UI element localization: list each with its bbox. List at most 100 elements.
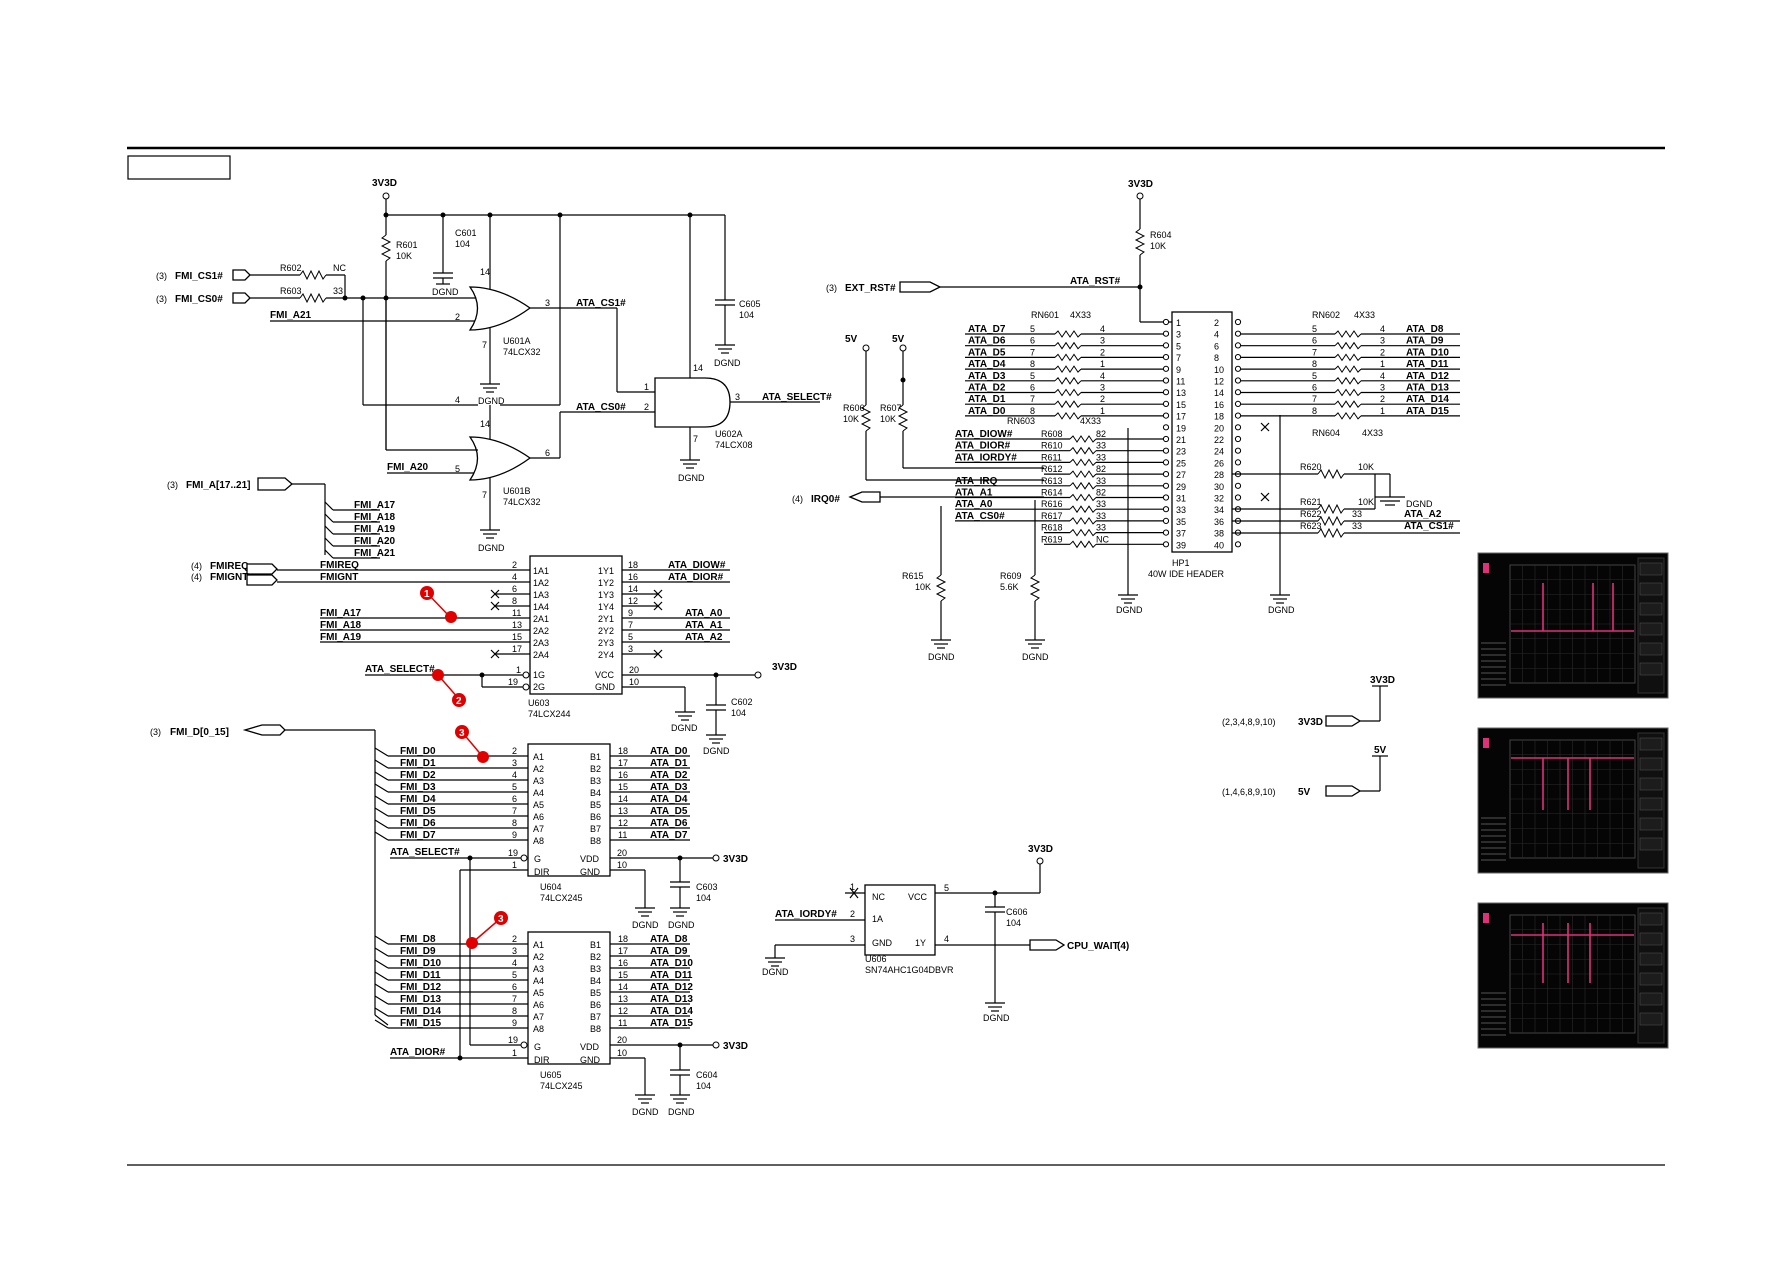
svg-text:33: 33 [1352, 521, 1362, 531]
svg-text:74LCX245: 74LCX245 [540, 1081, 583, 1091]
or-gate-u601b [468, 436, 532, 481]
svg-text:2: 2 [455, 312, 460, 322]
ide-control-net: ATA_IRQ [955, 476, 998, 487]
svg-text:C601: C601 [455, 228, 477, 238]
svg-text:8: 8 [1030, 359, 1035, 369]
svg-text:R607: R607 [880, 403, 902, 413]
svg-text:6: 6 [1030, 383, 1035, 393]
svg-text:2A3: 2A3 [533, 638, 549, 648]
svg-text:R621: R621 [1300, 497, 1322, 507]
svg-text:DGND: DGND [478, 543, 505, 553]
series-resistor-ref: R613 [1041, 476, 1063, 486]
data-output-net: ATA_D10 [650, 958, 693, 969]
svg-text:104: 104 [739, 310, 754, 320]
data-output-net: ATA_D1 [650, 758, 688, 769]
svg-text:10K: 10K [1150, 241, 1166, 251]
svg-text:ATA_IORDY#: ATA_IORDY# [775, 909, 837, 920]
svg-text:(3): (3) [156, 294, 167, 304]
svg-text:C604: C604 [696, 1070, 718, 1080]
svg-text:5: 5 [1030, 324, 1035, 334]
svg-text:9: 9 [512, 1018, 517, 1028]
svg-text:12: 12 [618, 818, 628, 828]
svg-text:104: 104 [1006, 918, 1021, 928]
bus-a-net-label: FMI_A20 [354, 536, 396, 547]
data-output-net: ATA_D4 [650, 794, 688, 805]
svg-text:19: 19 [508, 677, 518, 687]
svg-text:2: 2 [456, 696, 462, 707]
series-resistor-ref: R614 [1041, 488, 1063, 498]
data-input-net: FMI_D6 [400, 818, 436, 829]
svg-text:8: 8 [512, 818, 517, 828]
svg-text:(4): (4) [792, 494, 803, 504]
svg-text:FMI_A21: FMI_A21 [270, 310, 312, 321]
svg-text:5V: 5V [1374, 745, 1387, 756]
ide-left-data-net: ATA_D7 [968, 324, 1006, 335]
svg-text:R603: R603 [280, 286, 302, 296]
svg-text:6: 6 [1030, 336, 1035, 346]
svg-text:31: 31 [1176, 494, 1186, 504]
svg-text:3V3D: 3V3D [1128, 179, 1153, 190]
svg-text:8: 8 [1312, 406, 1317, 416]
svg-text:18: 18 [1214, 412, 1224, 422]
svg-text:4: 4 [512, 770, 517, 780]
svg-text:B1: B1 [590, 752, 601, 762]
svg-text:7: 7 [512, 806, 517, 816]
svg-text:B8: B8 [590, 1024, 601, 1034]
svg-text:24: 24 [1214, 447, 1224, 457]
data-input-net: FMI_D3 [400, 782, 436, 793]
svg-text:3: 3 [545, 298, 550, 308]
data-output-net: ATA_D12 [650, 982, 693, 993]
series-resistor-value: 33 [1096, 476, 1106, 486]
ide-right-data-net: ATA_D12 [1406, 371, 1449, 382]
svg-text:4: 4 [512, 572, 517, 582]
svg-text:4: 4 [1100, 371, 1105, 381]
svg-text:5: 5 [1312, 371, 1317, 381]
svg-text:U606: U606 [865, 954, 887, 964]
svg-text:(1,4,6,8,9,10): (1,4,6,8,9,10) [1222, 787, 1276, 797]
svg-text:8: 8 [1312, 359, 1317, 369]
svg-text:U604: U604 [540, 882, 562, 892]
svg-text:1: 1 [1100, 359, 1105, 369]
data-input-net: FMI_D8 [400, 934, 436, 945]
svg-text:15: 15 [618, 970, 628, 980]
ic-u604 [527, 743, 611, 877]
svg-text:4X33: 4X33 [1354, 310, 1375, 320]
svg-text:3V3D: 3V3D [1298, 717, 1323, 728]
data-input-net: FMI_D14 [400, 1006, 442, 1017]
svg-text:ATA_A2: ATA_A2 [1404, 509, 1442, 520]
data-output-net: ATA_D11 [650, 970, 693, 981]
ide-left-data-net: ATA_D2 [968, 383, 1006, 394]
svg-text:3V3D: 3V3D [1028, 844, 1053, 855]
svg-text:8: 8 [512, 1006, 517, 1016]
svg-text:RN602: RN602 [1312, 310, 1340, 320]
svg-text:5.6K: 5.6K [1000, 582, 1019, 592]
svg-text:G: G [534, 854, 541, 864]
data-input-net: FMI_D2 [400, 770, 436, 781]
svg-text:2: 2 [850, 909, 855, 919]
svg-text:10: 10 [617, 860, 627, 870]
svg-text:VDD: VDD [580, 1042, 600, 1052]
svg-text:30: 30 [1214, 482, 1224, 492]
svg-text:(4): (4) [1117, 941, 1129, 952]
ide-right-data-net: ATA_D11 [1406, 359, 1449, 370]
svg-text:NC: NC [333, 263, 346, 273]
svg-text:29: 29 [1176, 482, 1186, 492]
data-output-net: ATA_D8 [650, 934, 688, 945]
svg-text:7: 7 [1312, 347, 1317, 357]
data-output-net: ATA_D15 [650, 1018, 693, 1029]
svg-text:19: 19 [508, 848, 518, 858]
svg-text:DGND: DGND [632, 1107, 659, 1117]
series-resistor-ref: R616 [1041, 499, 1063, 509]
svg-text:(3): (3) [150, 727, 161, 737]
svg-text:7: 7 [1312, 394, 1317, 404]
svg-text:35: 35 [1176, 517, 1186, 527]
svg-text:11: 11 [618, 1018, 627, 1028]
svg-text:1Y: 1Y [915, 938, 926, 948]
svg-text:3: 3 [1176, 330, 1181, 340]
svg-text:12: 12 [1214, 377, 1224, 387]
svg-text:4X33: 4X33 [1080, 416, 1101, 426]
scope-captures [1477, 552, 1669, 1049]
svg-text:11: 11 [512, 608, 521, 618]
